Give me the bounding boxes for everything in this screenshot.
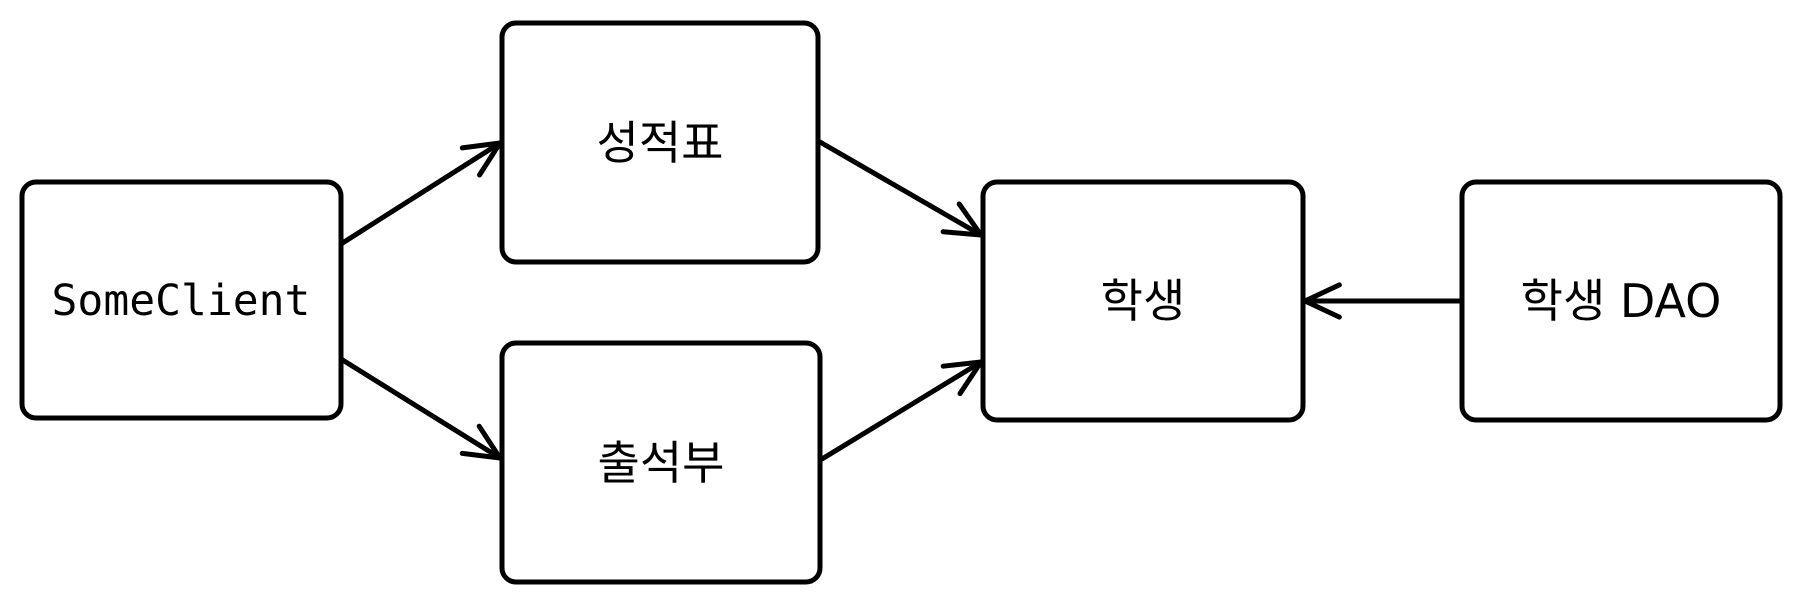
edge-shaft (338, 140, 503, 247)
edge-studentdao-to-student (1302, 282, 1465, 320)
edge-gradereport-to-student (817, 139, 984, 238)
grade-report-label: 성적표 (597, 116, 724, 170)
student-label: 학생 (1101, 274, 1186, 328)
attendance-book-box (499, 340, 823, 585)
student-dao-label: 학생 DAO (1521, 274, 1722, 328)
some-client-label: SomeClient (52, 276, 311, 326)
student-dao-box (1459, 179, 1783, 423)
node-attendance-book: 출석부 (499, 340, 823, 585)
arrowhead-icon (459, 140, 503, 178)
arrowhead-icon (940, 201, 984, 238)
edge-attendancebook-to-student (819, 359, 984, 462)
node-student: 학생 (980, 179, 1306, 423)
attendance-book-label: 출석부 (598, 436, 725, 490)
arrowhead-icon (940, 359, 984, 397)
node-grade-report: 성적표 (499, 20, 821, 265)
node-student-dao: 학생 DAO (1459, 179, 1783, 423)
student-box (980, 179, 1306, 423)
edge-someclient-to-attendancebook (338, 356, 503, 461)
arrowhead-icon (459, 423, 503, 461)
edge-shaft (338, 356, 503, 461)
edge-shaft (817, 139, 984, 238)
some-client-box (19, 179, 344, 421)
node-some-client: SomeClient (19, 179, 344, 421)
grade-report-box (499, 20, 821, 265)
edge-shaft (819, 359, 984, 462)
edge-someclient-to-gradereport (338, 140, 503, 247)
